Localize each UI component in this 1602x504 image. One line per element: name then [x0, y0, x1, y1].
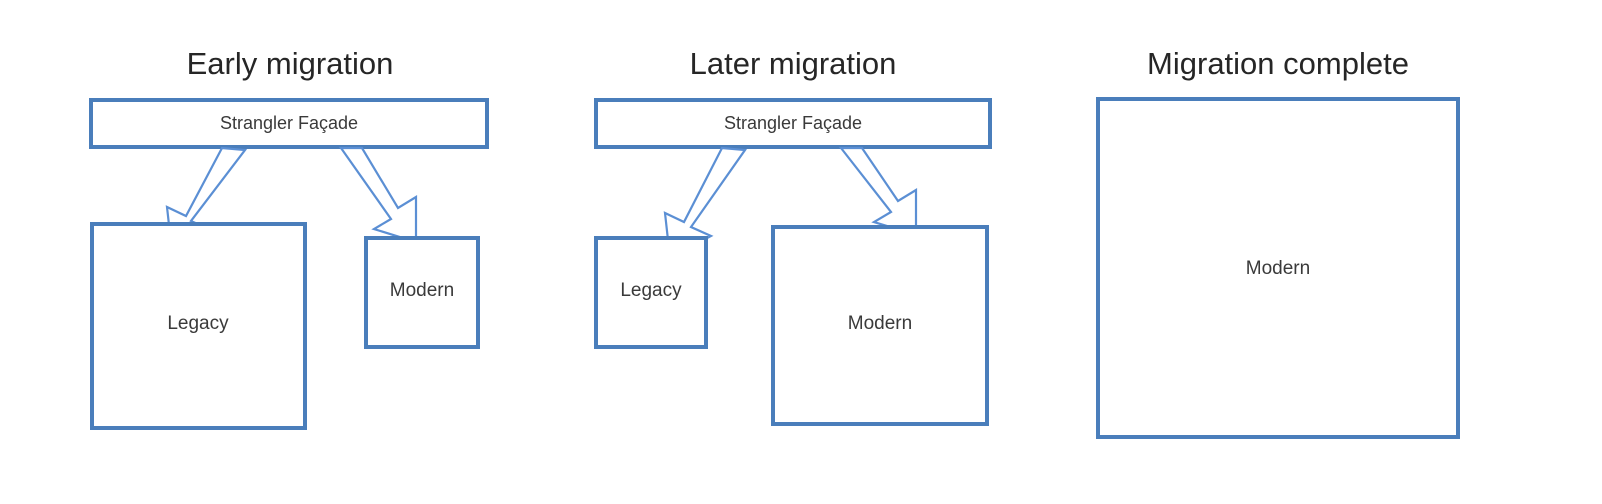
- strangler-facade-rect-early: [89, 98, 489, 149]
- strangler-facade-rect-later: [594, 98, 992, 149]
- strangler-facade-label-later: Strangler Façade: [724, 113, 862, 133]
- panel-title-early-migration: Early migration: [187, 46, 394, 81]
- strangler-facade-box-early[interactable]: Strangler Façade: [89, 98, 489, 149]
- panel-later-migration: Later migration Strangler Façade Legacy …: [594, 46, 992, 426]
- legacy-box-early[interactable]: Legacy: [90, 222, 307, 430]
- modern-box-early[interactable]: Modern: [364, 236, 480, 349]
- panel-migration-complete: Migration complete Modern: [1096, 46, 1460, 439]
- arrow-facade-to-modern-early: [338, 146, 418, 244]
- modern-label-early: Modern: [390, 280, 454, 301]
- modern-box-complete[interactable]: Modern: [1096, 97, 1460, 439]
- legacy-rect-early: [90, 222, 307, 430]
- panel-title-migration-complete: Migration complete: [1147, 46, 1409, 81]
- legacy-label-early: Legacy: [167, 313, 229, 334]
- strangler-facade-label-early: Strangler Façade: [220, 113, 358, 133]
- modern-label-later: Modern: [848, 313, 912, 334]
- modern-label-complete: Modern: [1246, 258, 1310, 279]
- panel-early-migration: Early migration Strangler Façade Legacy …: [89, 46, 489, 430]
- strangler-facade-box-later[interactable]: Strangler Façade: [594, 98, 992, 149]
- modern-rect-later: [771, 225, 989, 426]
- modern-rect-complete: [1096, 97, 1460, 439]
- arrow-facade-to-modern-later: [838, 146, 918, 237]
- panel-title-later-migration: Later migration: [690, 46, 897, 81]
- legacy-label-later: Legacy: [620, 280, 682, 301]
- modern-box-later[interactable]: Modern: [771, 225, 989, 426]
- legacy-rect-later: [594, 236, 708, 349]
- modern-rect-early: [364, 236, 480, 349]
- legacy-box-later[interactable]: Legacy: [594, 236, 708, 349]
